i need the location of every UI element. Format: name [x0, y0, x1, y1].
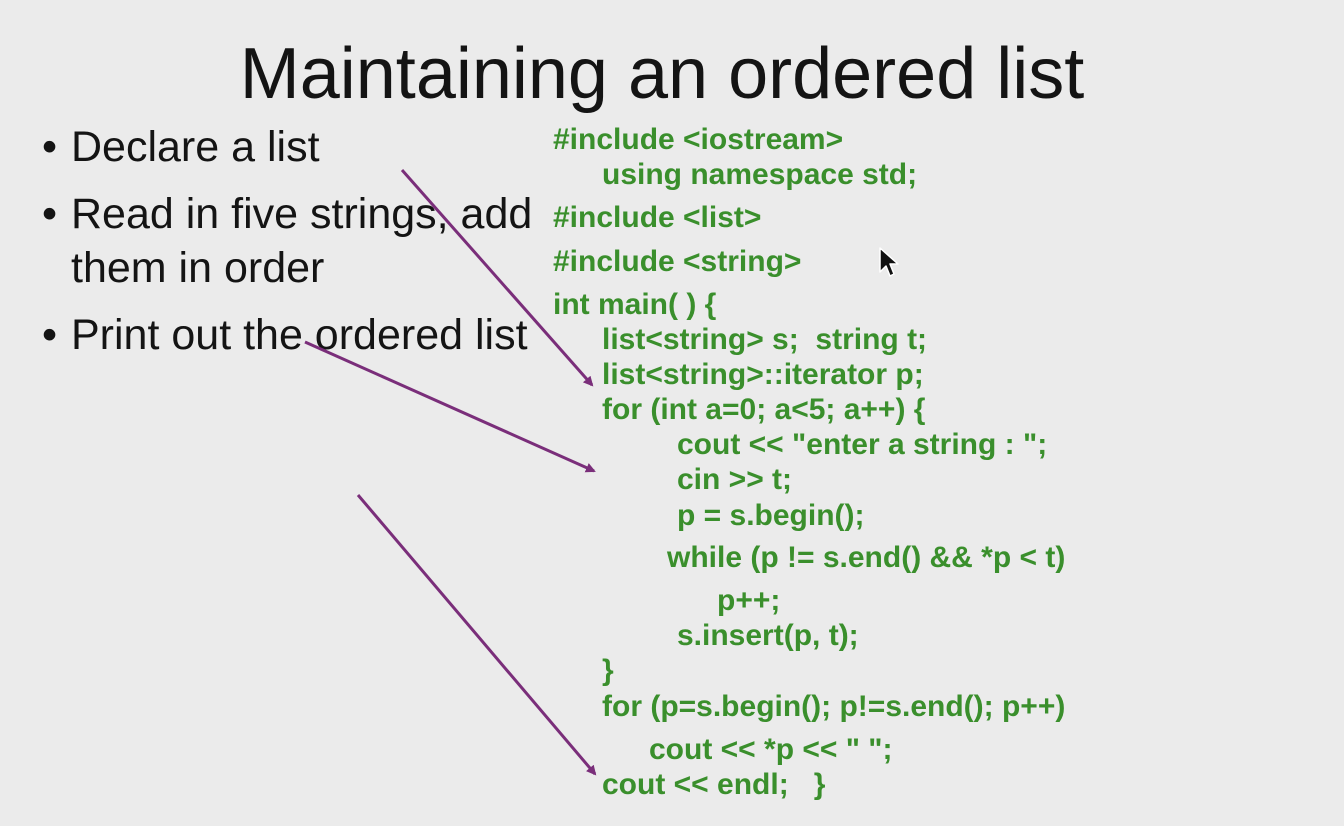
code-line: using namespace std; — [602, 158, 918, 191]
code-line: list<string>::iterator p; — [602, 358, 924, 391]
bullet-symbol: • — [42, 311, 58, 359]
code-line: for (p=s.begin(); p!=s.end(); p++) — [602, 690, 1066, 723]
bullet-symbol: • — [42, 190, 58, 238]
code-line: while (p != s.end() && *p < t) — [667, 541, 1066, 574]
bullet-text: Declare a list — [71, 123, 320, 171]
bullet-text: Print out the ordered list — [71, 311, 528, 359]
code-line: cout << *p << " "; — [649, 733, 893, 766]
code-line: cin >> t; — [677, 463, 793, 496]
bullet-symbol: • — [42, 123, 58, 171]
code-line: cout << endl; } — [602, 768, 826, 801]
bullet-item: • Declare a list — [42, 120, 542, 174]
code-line: #include <iostream> — [553, 123, 844, 156]
arrow-declare-list — [400, 169, 594, 387]
code-line: #include <string> — [553, 245, 802, 278]
code-line: int main( ) { — [553, 288, 717, 321]
code-line: list<string> s; string t; — [602, 323, 928, 356]
code-line: } — [602, 654, 614, 687]
mouse-pointer-icon — [879, 247, 899, 277]
bullet-item: • Read in five strings, add them in orde… — [42, 187, 542, 295]
bullet-text: Read in five strings, add them in order — [71, 190, 533, 292]
code-line: p++; — [717, 584, 781, 617]
code-line: cout << "enter a string : "; — [677, 428, 1048, 461]
code-line: #include <list> — [553, 201, 762, 234]
code-line: p = s.begin(); — [677, 499, 865, 532]
code-line: s.insert(p, t); — [677, 619, 859, 652]
bullet-item: • Print out the ordered list — [42, 308, 542, 362]
bullet-list: • Declare a list • Read in five strings,… — [42, 120, 542, 375]
code-line: for (int a=0; a<5; a++) { — [602, 393, 926, 426]
arrow-read-strings — [304, 340, 596, 473]
slide-title: Maintaining an ordered list — [239, 34, 1085, 114]
arrow-print-list — [356, 494, 597, 776]
